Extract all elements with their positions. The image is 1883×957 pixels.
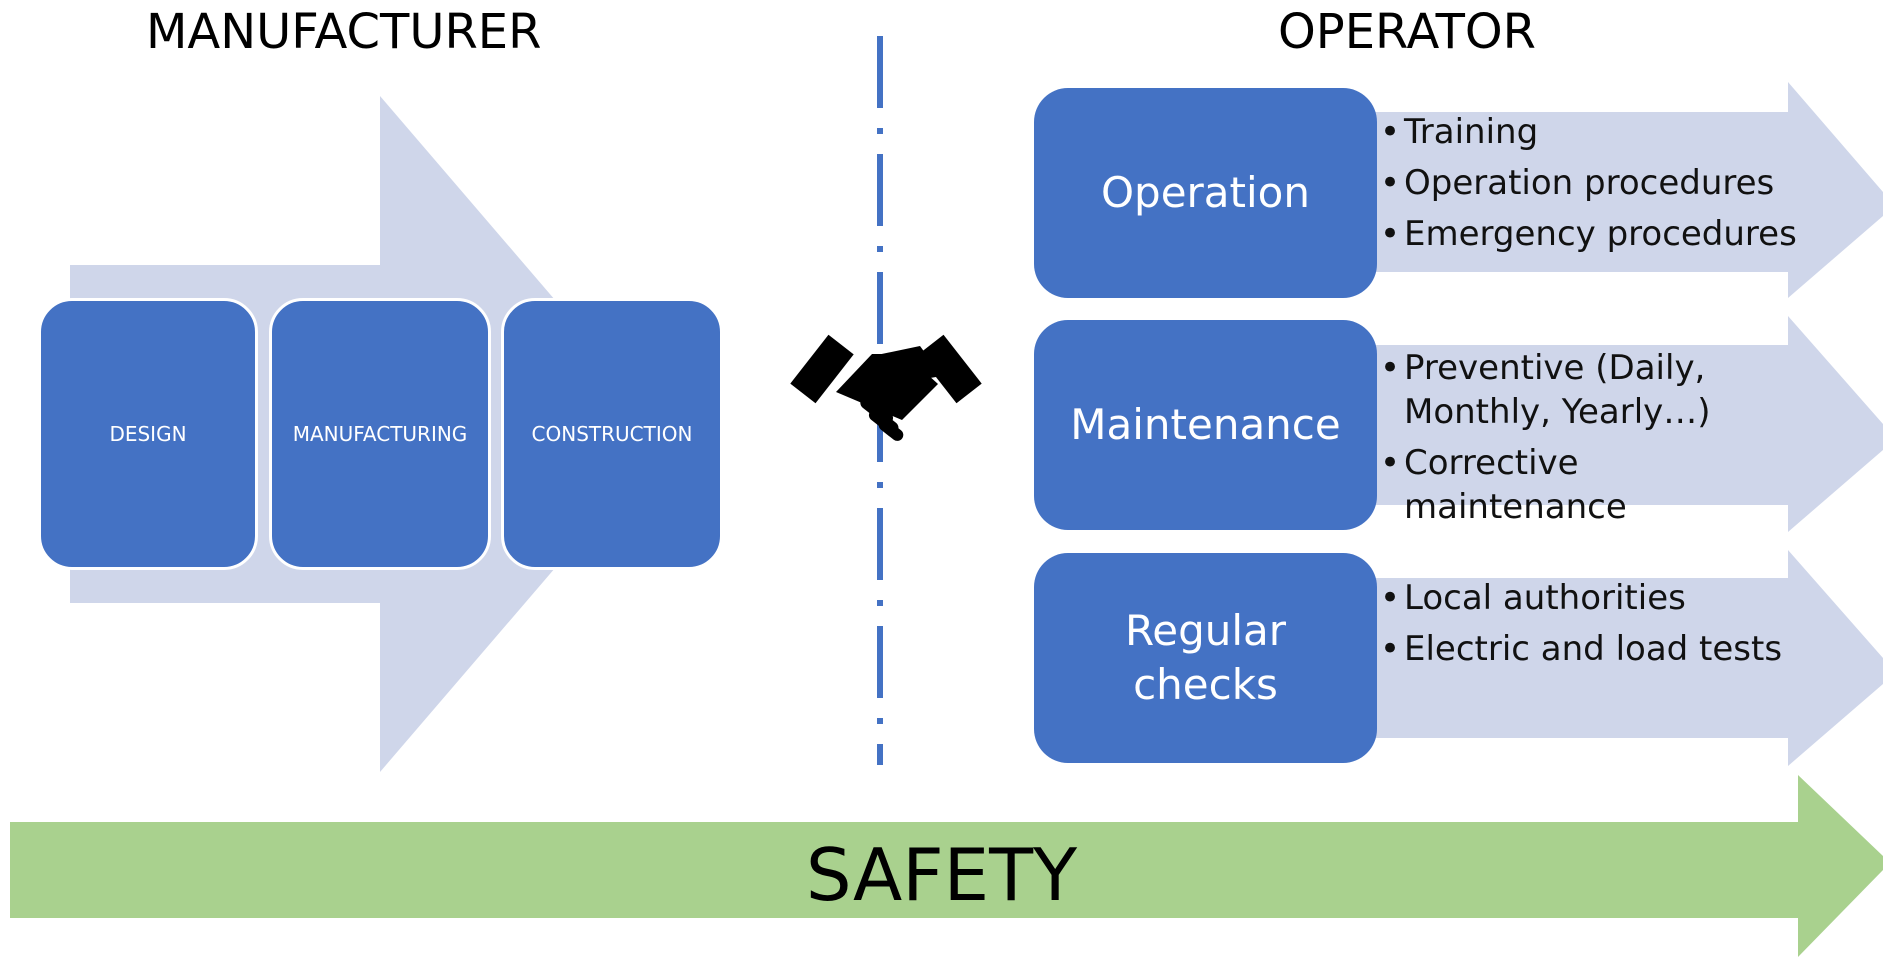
manufacturing-step: MANUFACTURING — [269, 298, 491, 570]
bullet-item: Electric and load tests — [1380, 627, 1820, 671]
handshake-icon — [790, 334, 982, 441]
regular-checks-box: Regular checks — [1034, 553, 1377, 763]
operator-heading: OPERATOR — [1278, 4, 1537, 60]
maintenance-box: Maintenance — [1034, 320, 1377, 530]
bullet-item: Local authorities — [1380, 576, 1820, 620]
safety-label: SAFETY — [805, 833, 1078, 917]
bullet-item: Operation procedures — [1380, 161, 1820, 205]
bullet-item: Corrective maintenance — [1380, 441, 1780, 529]
regular-checks-bullets: Local authorities Electric and load test… — [1380, 576, 1820, 678]
design-step: DESIGN — [38, 298, 258, 570]
manufacturer-heading: MANUFACTURER — [146, 4, 542, 60]
operation-box: Operation — [1034, 88, 1377, 298]
bullet-item: Preventive (Daily, Monthly, Yearly…) — [1380, 346, 1780, 434]
operation-bullets: Training Operation procedures Emergency … — [1380, 110, 1820, 263]
maintenance-bullets: Preventive (Daily, Monthly, Yearly…) Cor… — [1380, 346, 1780, 536]
bullet-item: Emergency procedures — [1380, 212, 1820, 256]
bullet-item: Training — [1380, 110, 1820, 154]
construction-step: CONSTRUCTION — [501, 298, 723, 570]
safety-arrow — [10, 775, 1883, 957]
